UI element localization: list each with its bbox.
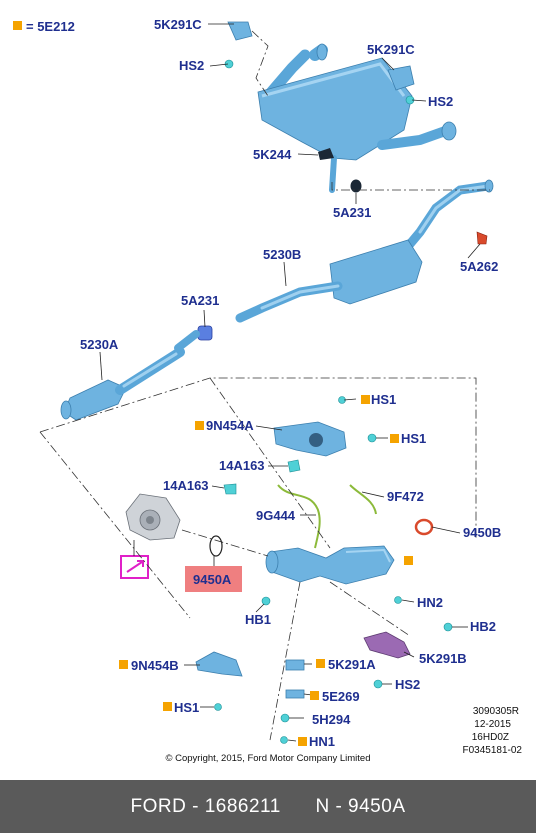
marker-hs1-b bbox=[390, 434, 399, 443]
label-5k291c-top: 5K291C bbox=[154, 17, 202, 32]
marker-hs1-bottom bbox=[163, 702, 172, 711]
label-5h294: 5H294 bbox=[312, 712, 351, 727]
label-hn2: HN2 bbox=[417, 595, 443, 610]
turbocharger bbox=[125, 493, 181, 541]
sensor-14a163-a bbox=[287, 459, 301, 473]
exhaust-system-diagram: = 5E212 bbox=[13, 17, 523, 764]
label-5e269: 5E269 bbox=[322, 689, 360, 704]
label-14a163-b: 14A163 bbox=[163, 478, 209, 493]
intermediate-pipe-5230b bbox=[235, 179, 494, 323]
rubber-insulator-5k291b bbox=[363, 631, 411, 659]
label-5k291b: 5K291B bbox=[419, 651, 467, 666]
rubber-insulator-5k291c-right bbox=[387, 65, 415, 91]
label-hs2-bottom: HS2 bbox=[395, 677, 420, 692]
label-hs2-right: HS2 bbox=[428, 94, 453, 109]
bracket-5k291a bbox=[285, 659, 305, 671]
label-5230a: 5230A bbox=[80, 337, 119, 352]
hn2-clip bbox=[394, 596, 402, 604]
ref-line-2: 12-2015 bbox=[474, 719, 511, 730]
gasket-5k244 bbox=[318, 148, 334, 160]
label-5k291c-right: 5K291C bbox=[367, 42, 415, 57]
label-hs1-b: HS1 bbox=[401, 431, 426, 446]
label-hb2: HB2 bbox=[470, 619, 496, 634]
gasket-9450a bbox=[209, 535, 223, 557]
label-hb1: HB1 bbox=[245, 612, 271, 627]
copyright-text: © Copyright, 2015, Ford Motor Company Li… bbox=[165, 753, 370, 764]
stud-5h294 bbox=[280, 713, 290, 723]
hs1-bottom-clip bbox=[214, 703, 222, 711]
label-hs1-a: HS1 bbox=[371, 392, 396, 407]
ref-line-1: 3090305R bbox=[473, 706, 519, 717]
label-9450a: 9450A bbox=[193, 572, 232, 587]
oxygen-sensor-9g444 bbox=[277, 484, 321, 549]
ref-line-4: F0345181-02 bbox=[463, 745, 523, 756]
label-5a262: 5A262 bbox=[460, 259, 498, 274]
label-9g444: 9G444 bbox=[256, 508, 296, 523]
label-9n454b: 9N454B bbox=[131, 658, 179, 673]
label-hs1-bottom: HS1 bbox=[174, 700, 199, 715]
clamp-5a231-mid bbox=[197, 325, 213, 341]
heat-shield-9n454b bbox=[195, 651, 243, 677]
label-14a163-a: 14A163 bbox=[219, 458, 265, 473]
hs2-bottom-clip bbox=[373, 679, 383, 689]
highlighted-part-box bbox=[185, 566, 242, 592]
label-5a231-top: 5A231 bbox=[333, 205, 371, 220]
gasket-9450b bbox=[414, 518, 434, 536]
rubber-insulator-5k291c-top bbox=[227, 21, 253, 41]
oxygen-sensor-9f472 bbox=[349, 484, 377, 515]
legend-text: = 5E212 bbox=[26, 19, 75, 34]
bracket-5e269 bbox=[285, 689, 305, 699]
label-5k291a: 5K291A bbox=[328, 657, 376, 672]
label-5a231-mid: 5A231 bbox=[181, 293, 219, 308]
label-9450b: 9450B bbox=[463, 525, 501, 540]
clamp-5a262 bbox=[476, 231, 488, 245]
nut-hn1 bbox=[280, 736, 288, 744]
hb1-clip bbox=[261, 596, 271, 606]
label-5k244: 5K244 bbox=[253, 147, 292, 162]
ref-line-3: 16HD0Z bbox=[472, 732, 509, 743]
torque-spec-icon bbox=[120, 555, 149, 579]
marker-5e212-cat bbox=[404, 556, 413, 565]
marker-hn1 bbox=[298, 737, 307, 746]
footer-part-number: FORD - 1686211 N - 9450A bbox=[130, 795, 406, 817]
footer-bar: FORD - 1686211 N - 9450A bbox=[0, 780, 536, 833]
catalytic-converter bbox=[265, 545, 395, 585]
marker-5k291a bbox=[316, 659, 325, 668]
label-hn1: HN1 bbox=[309, 734, 335, 749]
label-9n454a: 9N454A bbox=[206, 418, 254, 433]
legend-marker-icon bbox=[13, 21, 22, 30]
front-pipe-5230a bbox=[60, 330, 200, 421]
marker-5e269 bbox=[310, 691, 319, 700]
label-hs2-top: HS2 bbox=[179, 58, 204, 73]
marker-9n454a bbox=[195, 421, 204, 430]
clamp-5a231-top bbox=[349, 178, 363, 194]
hb2-clip bbox=[443, 622, 453, 632]
marker-9n454b bbox=[119, 660, 128, 669]
hs1-b-clip bbox=[367, 433, 377, 443]
label-9f472: 9F472 bbox=[387, 489, 424, 504]
marker-hs1-a bbox=[361, 395, 370, 404]
sensor-14a163-b bbox=[223, 483, 237, 495]
label-5230b: 5230B bbox=[263, 247, 301, 262]
rear-muffler bbox=[257, 43, 457, 193]
